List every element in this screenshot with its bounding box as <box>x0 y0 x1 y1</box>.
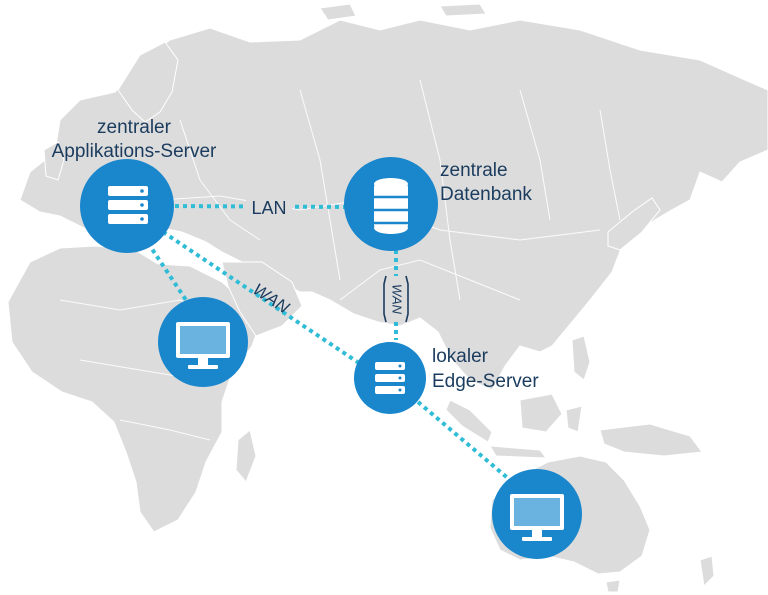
database-icon <box>374 178 408 234</box>
local-edge-server-label-2: Edge-Server <box>432 371 539 392</box>
monitor-icon <box>510 494 564 541</box>
newguinea-landmass <box>599 423 703 457</box>
wan-vertical-marker: WAN <box>382 275 410 323</box>
local-edge-server-label-1: lokaler <box>432 346 489 367</box>
wan-label-vertical: WAN <box>390 284 405 315</box>
scandinavia-landmass <box>117 41 179 123</box>
arabia-landmass <box>221 261 303 337</box>
server-stack-icon <box>108 186 148 224</box>
server-stack-icon <box>375 362 405 394</box>
central-database-label-1: zentrale <box>440 160 508 181</box>
monitor-icon <box>176 322 230 369</box>
central-app-server-node[interactable] <box>80 159 174 253</box>
borneo-landmass <box>519 393 563 433</box>
central-app-server-label-1: zentraler <box>97 117 172 138</box>
arctic-island-2 <box>439 3 487 17</box>
client-australia-node[interactable] <box>492 469 582 559</box>
lan-label-bg <box>246 194 292 220</box>
philippines-landmass <box>571 335 591 381</box>
newzealand-landmass <box>699 555 715 588</box>
client-africa-node[interactable] <box>158 297 248 387</box>
britain-landmass <box>43 141 65 181</box>
central-database-node[interactable] <box>344 157 438 251</box>
sulawesi-landmass <box>565 405 583 433</box>
tasmania-landmass <box>605 579 621 593</box>
central-database-label-2: Datenbank <box>440 184 532 205</box>
lan-label: LAN <box>251 198 286 218</box>
africa-landmass <box>7 245 263 533</box>
java-landmass <box>489 445 548 459</box>
central-app-server-label-2: Applikations-Server <box>52 141 217 162</box>
sumatra-landmass <box>445 399 493 443</box>
network-links <box>146 204 512 482</box>
japan-landmass <box>607 197 661 251</box>
local-edge-server-node[interactable] <box>354 342 426 414</box>
madagascar-landmass <box>235 429 257 483</box>
lan-link <box>166 204 353 209</box>
arctic-island-1 <box>319 3 357 21</box>
